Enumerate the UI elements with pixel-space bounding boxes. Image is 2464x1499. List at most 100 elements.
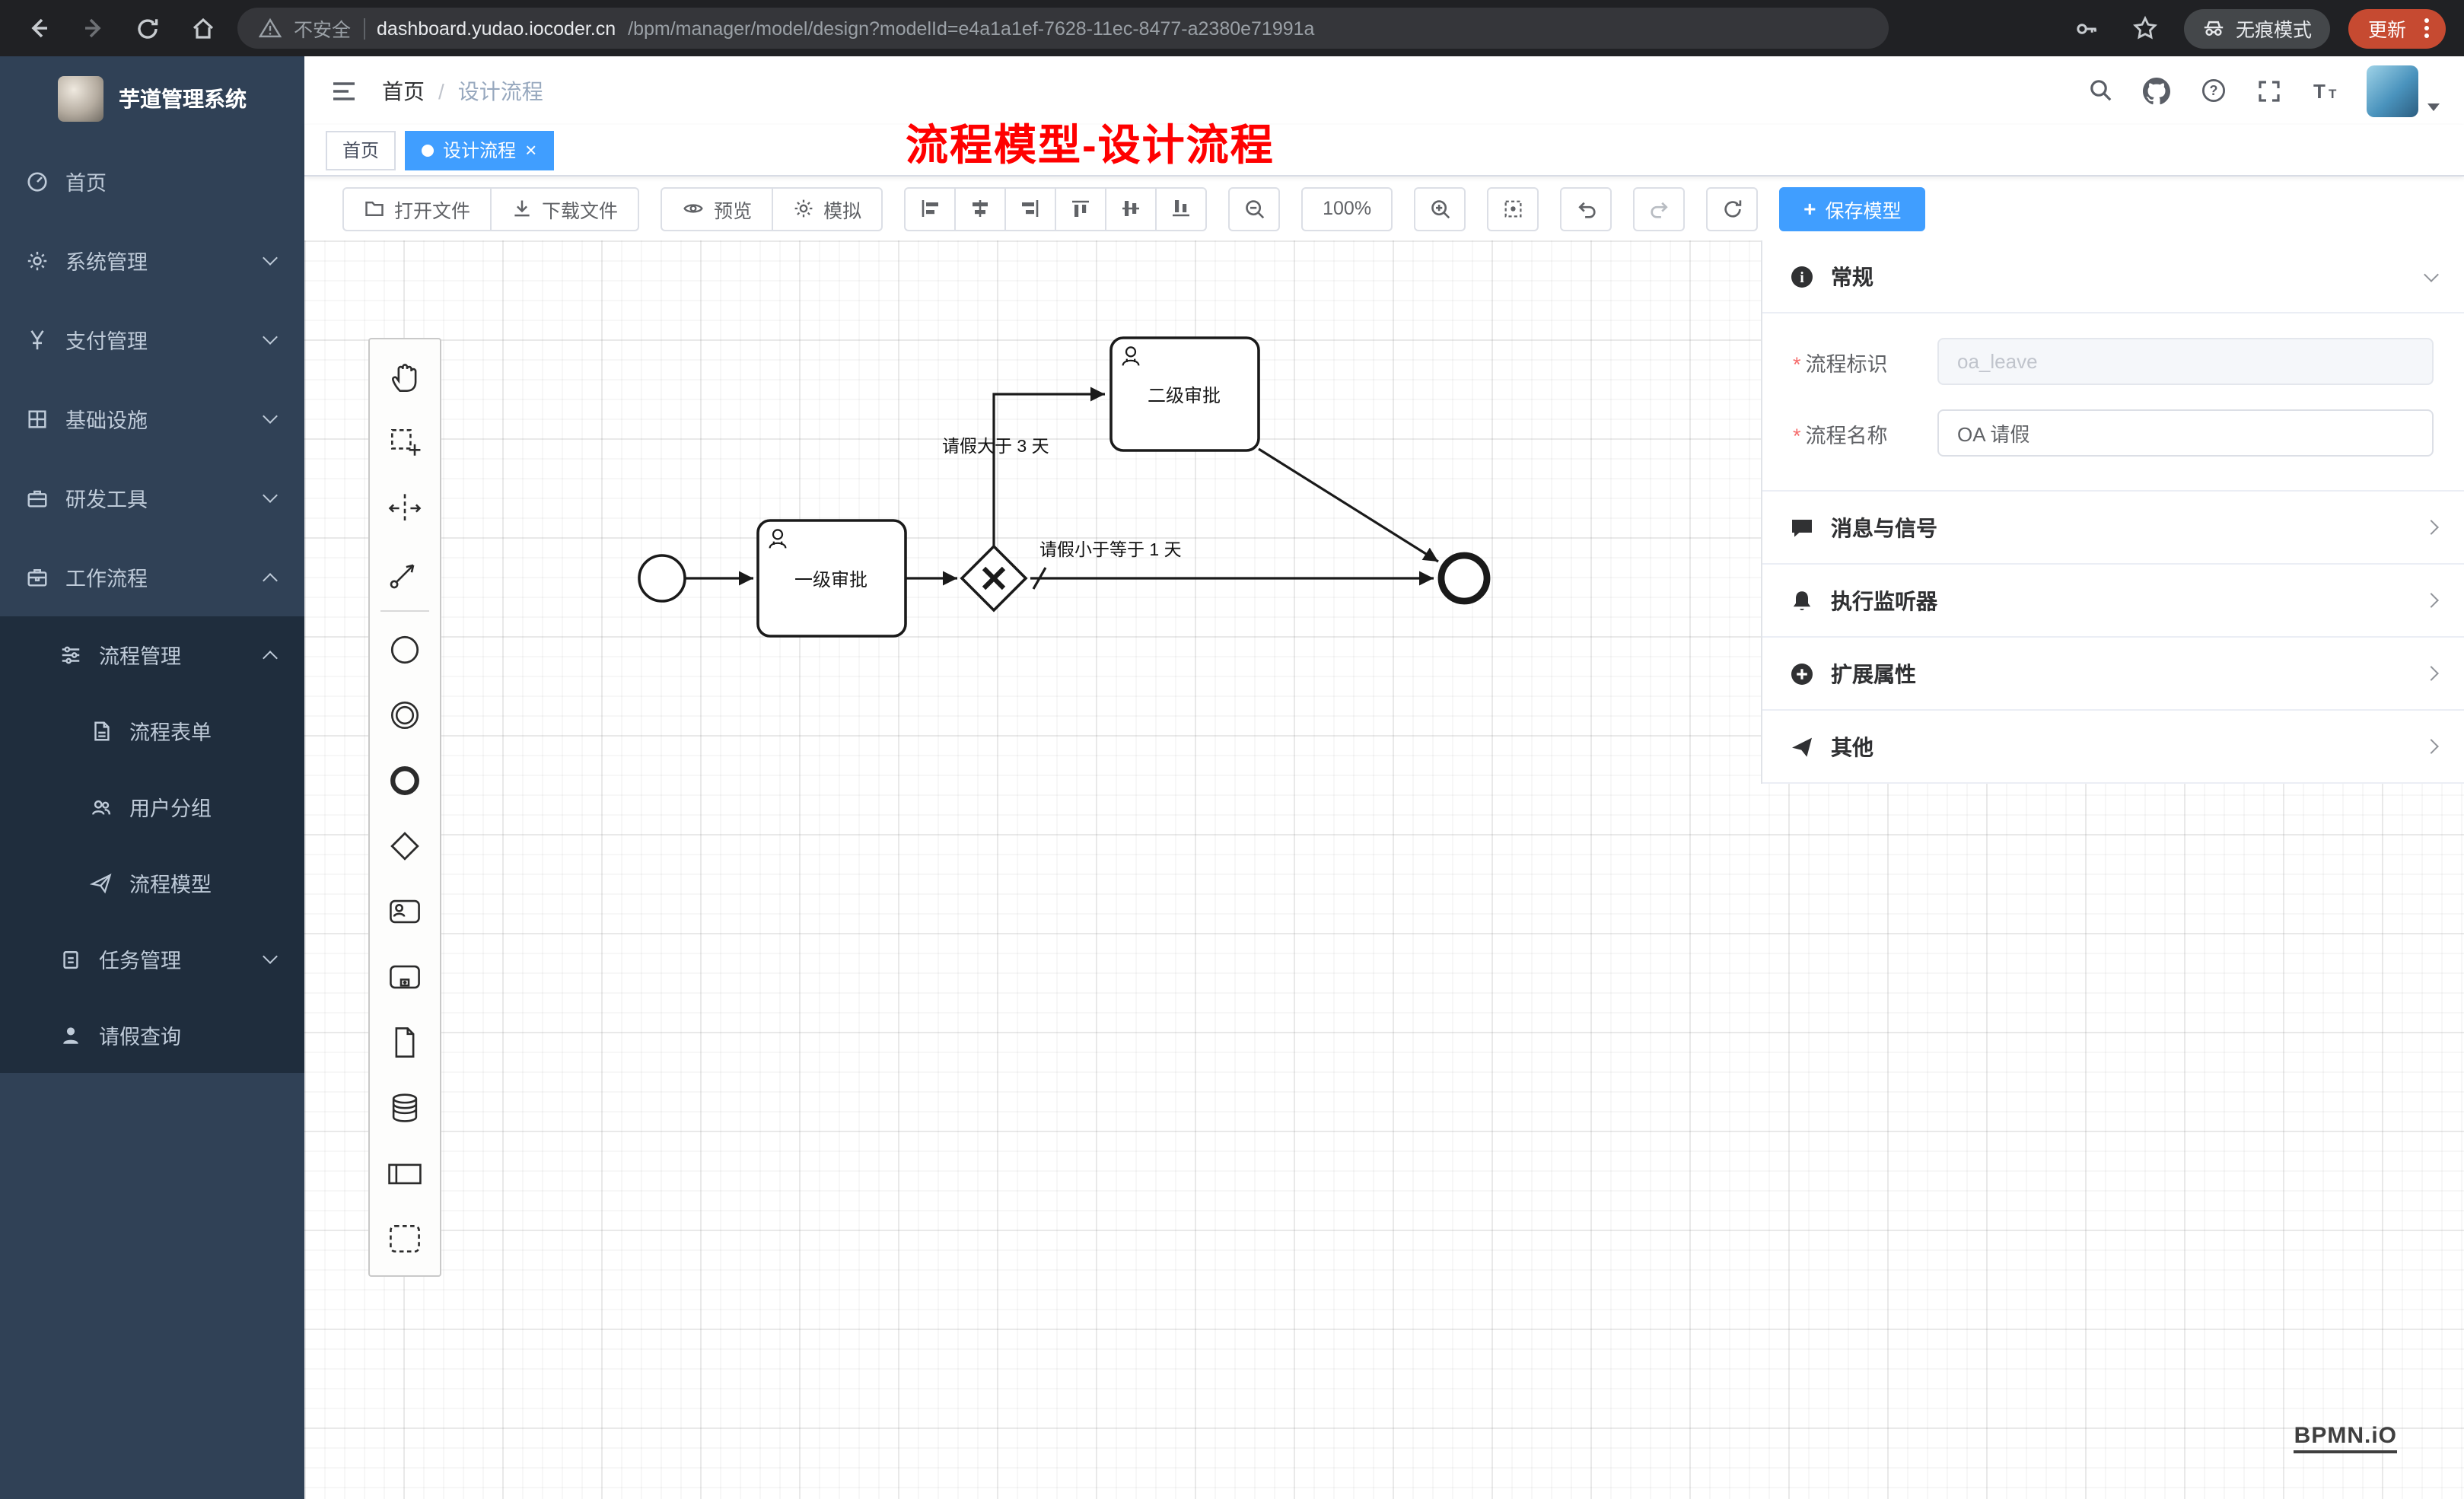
- zoom-reset-icon: [1504, 199, 1521, 217]
- end-event-node[interactable]: [1437, 552, 1491, 605]
- restart-button[interactable]: [1706, 186, 1759, 231]
- align-center-horizontal-button[interactable]: [954, 186, 1007, 231]
- sliders-icon: [58, 643, 84, 666]
- message-icon: [1792, 519, 1812, 536]
- document-icon: [88, 719, 114, 742]
- tab-design-process[interactable]: 设计流程 ×: [405, 130, 554, 170]
- process-key-label: *流程标识: [1793, 352, 1888, 375]
- align-bottom-button[interactable]: [1155, 186, 1208, 231]
- flow-label-lte1: 请假小于等于 1 天: [1039, 539, 1182, 559]
- exclusive-gateway-node[interactable]: [960, 544, 1028, 613]
- align-center-horizontal-icon: [973, 200, 988, 217]
- data-object-tool[interactable]: [370, 1009, 440, 1074]
- open-file-button[interactable]: 打开文件: [342, 186, 492, 231]
- section-general[interactable]: i 常规: [1762, 240, 2464, 313]
- gear-icon: [794, 199, 813, 218]
- update-button[interactable]: 更新: [2348, 8, 2446, 48]
- section-other[interactable]: 其他: [1762, 711, 2464, 784]
- start-event-tool[interactable]: [370, 616, 440, 682]
- zoom-reset-button[interactable]: [1487, 186, 1539, 231]
- sidebar-item-workflow[interactable]: 工作流程: [0, 537, 304, 616]
- password-key-icon[interactable]: [2068, 8, 2108, 48]
- svg-text:二级审批: 二级审批: [1148, 386, 1221, 406]
- person-icon: [58, 1023, 84, 1046]
- align-top-button[interactable]: [1055, 186, 1107, 231]
- zoom-out-button[interactable]: [1228, 186, 1281, 231]
- task-second-approval[interactable]: 二级审批: [1109, 336, 1260, 452]
- process-name-input[interactable]: [1937, 409, 2434, 457]
- chevron-down-icon: [2424, 266, 2439, 282]
- active-dot: [422, 144, 435, 156]
- sidebar-item-process-model[interactable]: 流程模型: [0, 845, 304, 921]
- collapse-sidebar-icon[interactable]: [329, 75, 359, 106]
- section-message-signal[interactable]: 消息与信号: [1762, 492, 2464, 565]
- data-store-tool[interactable]: [370, 1074, 440, 1140]
- sidebar-item-home[interactable]: 首页: [0, 142, 304, 221]
- redo-button[interactable]: [1633, 186, 1686, 231]
- sidebar-item-process-form[interactable]: 流程表单: [0, 692, 304, 769]
- hand-tool[interactable]: [370, 344, 440, 409]
- simulate-button[interactable]: 模拟: [772, 186, 883, 231]
- space-tool[interactable]: [370, 475, 440, 540]
- align-left-button[interactable]: [904, 186, 957, 231]
- process-name-label: *流程名称: [1793, 424, 1888, 447]
- preview-button[interactable]: 预览: [661, 186, 774, 231]
- undo-button[interactable]: [1560, 186, 1612, 231]
- intermediate-event-tool[interactable]: [370, 682, 440, 747]
- fullscreen-icon[interactable]: [2254, 75, 2284, 106]
- lasso-tool[interactable]: [370, 409, 440, 475]
- menu-kebab-icon[interactable]: [2424, 26, 2429, 30]
- breadcrumb-home[interactable]: 首页: [382, 78, 425, 103]
- section-extended-attributes[interactable]: 扩展属性: [1762, 638, 2464, 711]
- search-icon[interactable]: [2085, 75, 2115, 106]
- sidebar-item-infrastructure[interactable]: 基础设施: [0, 379, 304, 458]
- participant-tool[interactable]: [370, 1140, 440, 1205]
- tab-home[interactable]: 首页: [326, 130, 396, 170]
- sidebar-item-dev-tools[interactable]: 研发工具: [0, 458, 304, 537]
- flow-task2-to-end: [1258, 447, 1439, 563]
- task-first-approval[interactable]: 一级审批: [756, 519, 907, 638]
- sidebar-item-task-mgmt[interactable]: 任务管理: [0, 921, 304, 997]
- download-file-button[interactable]: 下载文件: [490, 186, 640, 231]
- group-tool[interactable]: [370, 1205, 440, 1271]
- home-icon[interactable]: [183, 8, 222, 48]
- form-row-process-key: *流程标识: [1793, 338, 2434, 385]
- security-label[interactable]: 不安全: [294, 20, 352, 41]
- back-icon[interactable]: [18, 8, 58, 48]
- zoom-level-button[interactable]: 100%: [1301, 186, 1393, 231]
- section-execution-listener[interactable]: 执行监听器: [1762, 565, 2464, 638]
- user-task-tool[interactable]: [370, 878, 440, 944]
- gateway-tool[interactable]: [370, 813, 440, 878]
- sidebar-item-payment-mgmt[interactable]: 支付管理: [0, 300, 304, 379]
- main-area: 流程模型-设计流程 首页 / 设计流程: [304, 56, 2464, 1499]
- help-icon[interactable]: ?: [2198, 75, 2228, 106]
- browser-toolbar: 不安全 dashboard.yudao.iocoder.cn/bpm/manag…: [0, 0, 2464, 56]
- sidebar-item-process-mgmt[interactable]: 流程管理: [0, 616, 304, 692]
- process-key-input: [1937, 338, 2434, 385]
- start-event-node[interactable]: [638, 554, 686, 603]
- sidebar-item-leave-query[interactable]: 请假查询: [0, 997, 304, 1073]
- forward-icon[interactable]: [73, 8, 113, 48]
- avatar[interactable]: [2367, 65, 2418, 116]
- bpmn-diagram[interactable]: 一级审批 二: [304, 240, 2464, 1499]
- global-connect-tool[interactable]: [370, 540, 440, 606]
- end-event-tool[interactable]: [370, 747, 440, 813]
- url-bar[interactable]: 不安全 dashboard.yudao.iocoder.cn/bpm/manag…: [237, 8, 1889, 49]
- yen-icon: [24, 328, 50, 351]
- bpmn-io-logo[interactable]: BPMN.iO: [2294, 1423, 2397, 1453]
- reload-icon[interactable]: [128, 8, 167, 48]
- subprocess-tool[interactable]: [370, 944, 440, 1009]
- align-right-button[interactable]: [1004, 186, 1057, 231]
- bpmn-canvas[interactable]: 一级审批 二: [304, 240, 2464, 1499]
- sidebar-item-system-mgmt[interactable]: 系统管理: [0, 221, 304, 300]
- save-model-button[interactable]: + 保存模型: [1779, 186, 1926, 231]
- github-icon[interactable]: [2141, 75, 2172, 106]
- user-menu[interactable]: [2367, 65, 2440, 116]
- close-tab-icon[interactable]: ×: [525, 138, 537, 161]
- bookmark-star-icon[interactable]: [2126, 8, 2166, 48]
- align-middle-vertical-button[interactable]: [1105, 186, 1157, 231]
- sidebar-item-user-group[interactable]: 用户分组: [0, 769, 304, 845]
- zoom-in-button[interactable]: [1414, 186, 1466, 231]
